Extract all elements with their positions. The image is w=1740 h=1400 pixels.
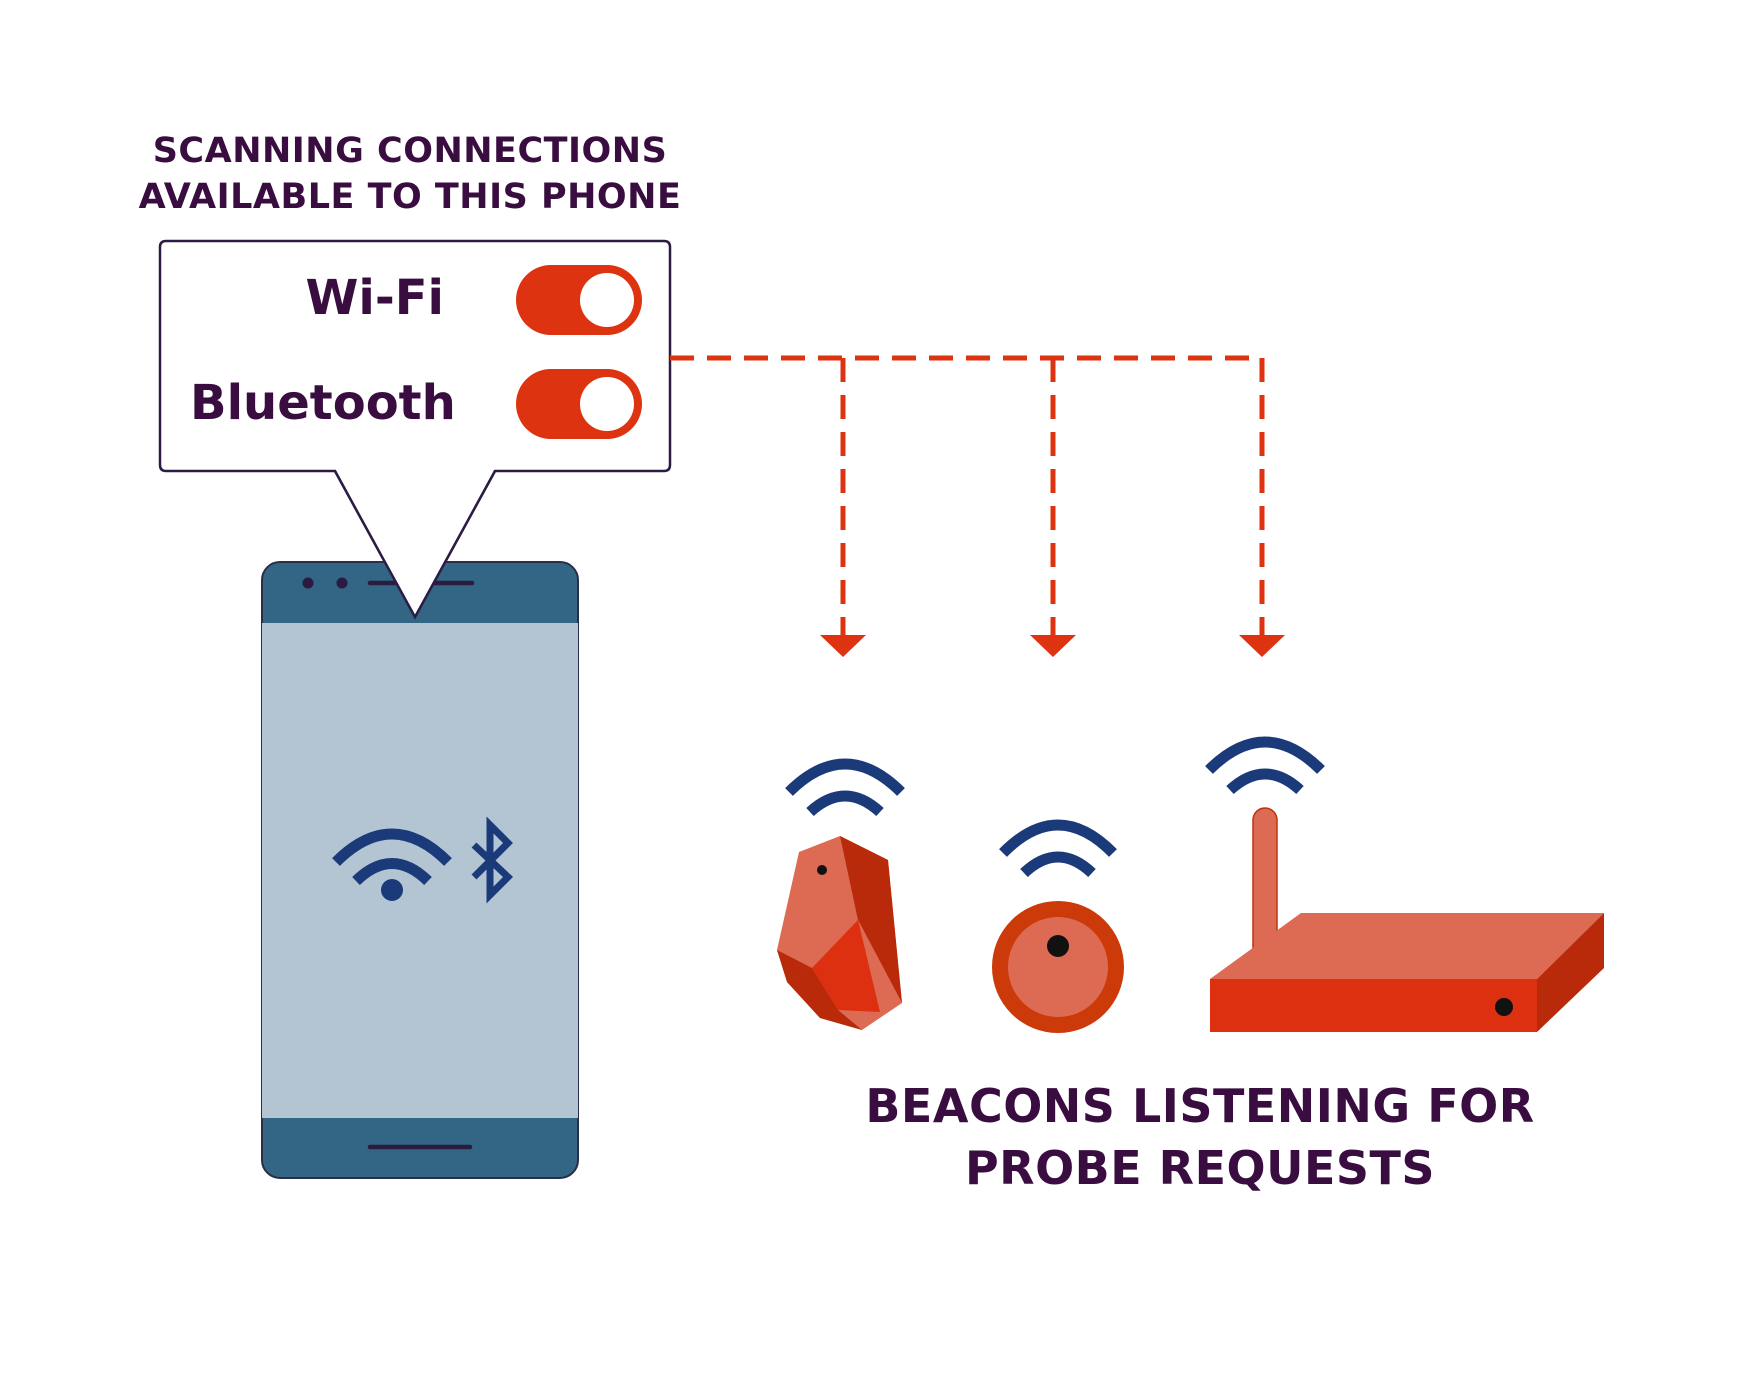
probe-lines [670,355,1265,640]
estimote-beacon [777,836,902,1030]
signal-arcs [785,736,1325,878]
beacons-heading-line-1: BEACONS LISTENING FOR [865,1079,1535,1133]
bluetooth-toggle-label: Bluetooth [190,375,456,431]
wifi-toggle-label: Wi-Fi [305,270,444,326]
speech-bubble-tail-outline [333,470,497,620]
bluetooth-toggle-switch[interactable] [516,369,642,439]
wifi-icon-dot [381,879,403,901]
scan-heading: SCANNING CONNECTIONS AVAILABLE TO THIS P… [110,128,710,220]
phone-sensor-dot [336,577,348,589]
arrow-head-3 [1239,635,1285,657]
bluetooth-toggle-knob [580,377,634,431]
scan-heading-line-1: SCANNING CONNECTIONS [152,131,668,171]
round-beacon [992,901,1124,1033]
arrow-head-2 [1030,635,1076,657]
wifi-toggle-switch[interactable] [516,265,642,335]
phone-camera-dot [302,577,314,589]
arrow-head-1 [820,635,866,657]
wifi-toggle-knob [580,273,634,327]
beacons-heading-line-2: PROBE REQUESTS [964,1141,1436,1195]
speech-bubble-tail [337,472,493,616]
wifi-router [1210,807,1604,1032]
wifi-icon [332,828,452,886]
beacons-heading: BEACONS LISTENING FOR PROBE REQUESTS [780,1075,1620,1199]
bluetooth-icon [471,816,514,904]
scan-heading-line-2: AVAILABLE TO THIS PHONE [138,177,682,217]
